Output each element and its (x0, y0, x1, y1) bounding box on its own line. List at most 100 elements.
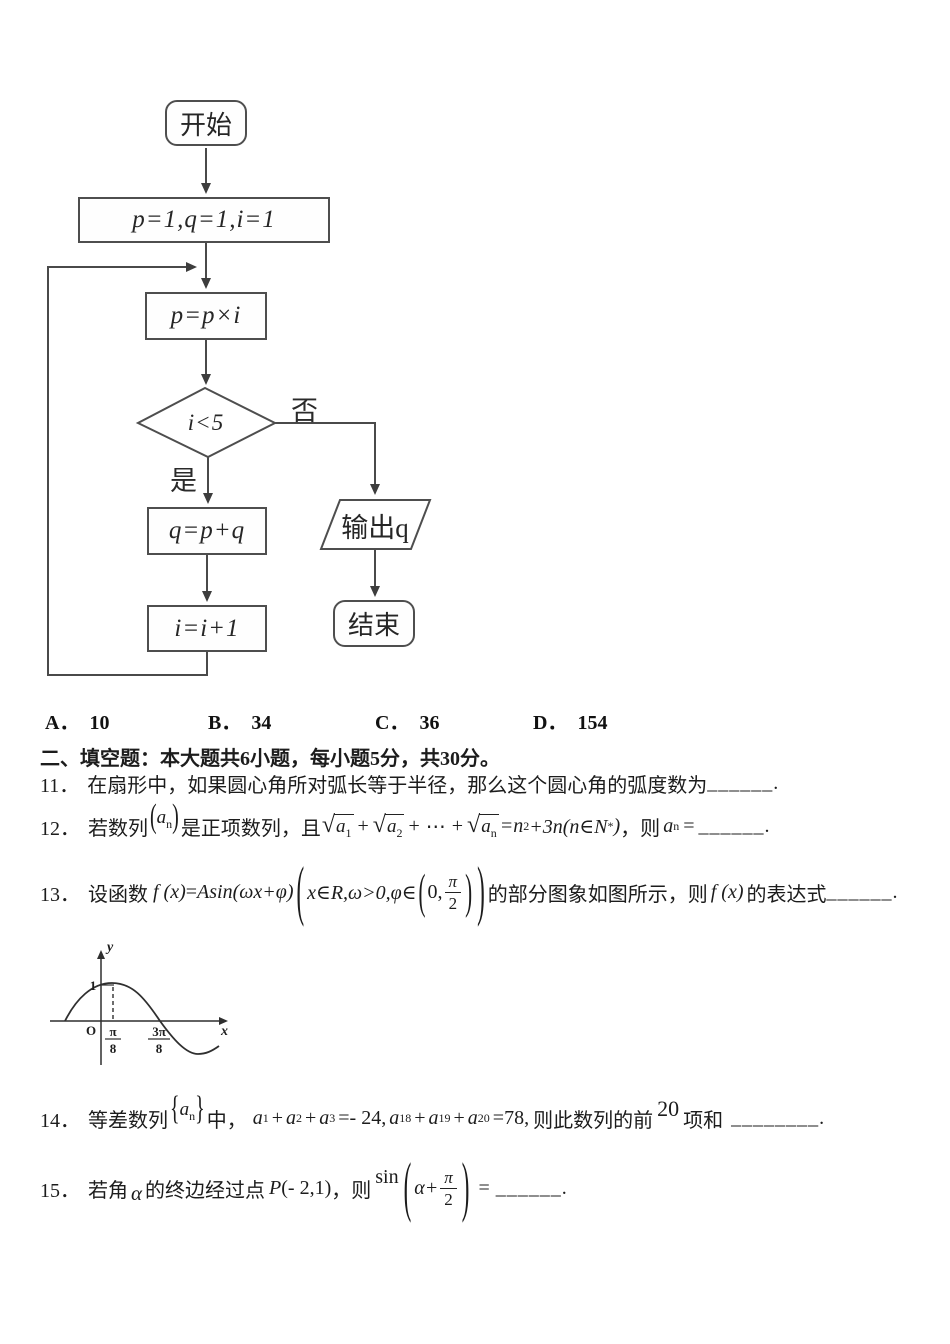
term-base: a (428, 1106, 439, 1129)
loop-back-line (47, 262, 208, 676)
flowchart-node-start: 开始 (165, 100, 247, 146)
equation-part: =n (499, 814, 524, 837)
option-a: A． 10 (45, 706, 109, 735)
option-b-value: 34 (251, 712, 272, 734)
section-title: 二、填空题：本大题共6小题，每小题5分，共30分。 (40, 748, 500, 770)
tick1-numerator: π (109, 1024, 116, 1039)
section-header: 二、填空题：本大题共6小题，每小题5分，共30分。 (40, 742, 500, 771)
seq-base: a (156, 806, 167, 828)
ellipsis: ⋯ (425, 815, 446, 838)
flowchart-node-multiply: p=p×i (145, 292, 267, 340)
plus: + (357, 814, 369, 837)
answer-blank: ______ (826, 880, 893, 903)
fraction-numerator: π (444, 1167, 453, 1187)
term-sub: 2 (396, 825, 403, 840)
period: . (561, 1176, 567, 1199)
option-a-value: 10 (89, 712, 110, 734)
option-d-value: 154 (577, 712, 608, 734)
angle-alpha: α (131, 1180, 143, 1205)
question-number: 14． (40, 1109, 80, 1132)
tick2-denominator: 8 (156, 1041, 163, 1056)
function-fx: f (x) (153, 880, 186, 903)
big-paren-close: ) (461, 1150, 470, 1223)
question-text: 中， (206, 1109, 247, 1132)
answer-blank: ______ (707, 772, 774, 794)
question-text: 则此数列的前 (533, 1109, 654, 1132)
fraction-denominator: 2 (444, 891, 462, 912)
sin-function: sin (375, 1165, 399, 1188)
term-base: a (663, 814, 674, 837)
equals: = (185, 880, 198, 903)
term-sub: n (490, 825, 497, 840)
question-11: 11． 在扇形中，如果圆心角所对弧长等于半径，那么这个圆心角的弧度数为 ____… (40, 769, 778, 798)
decision-diamond (135, 386, 278, 459)
term-base: a (386, 816, 397, 837)
condition-text: x∈R,ω>0,φ∈ (307, 881, 417, 904)
connector-decision-output (275, 422, 380, 495)
fraction-numerator: π (448, 871, 458, 891)
function-fx: f (x) (710, 880, 744, 903)
point-coordinates: (- 2,1) (281, 1176, 332, 1199)
question-text: 的表达式 (746, 883, 827, 906)
term-base: a (336, 816, 346, 837)
option-d: D． 154 (533, 706, 607, 735)
origin-label: O (86, 1023, 96, 1038)
radical-term: √an (467, 813, 499, 840)
option-a-letter: A． (45, 712, 80, 734)
decision-label: i<5 (187, 410, 225, 435)
flowchart-node-add: q=p+q (147, 507, 267, 555)
question-text: 若角 (88, 1179, 128, 1202)
equation-part: =78, (492, 1106, 530, 1129)
sequence-notation: (an) (150, 797, 179, 834)
radical-sign: √ (372, 812, 386, 838)
option-d-letter: D． (533, 712, 568, 734)
option-c-value: 36 (419, 712, 440, 734)
flowchart-node-output: 输出q (322, 506, 428, 544)
radical-term: √a1 (322, 813, 354, 839)
question-text: 项和 (683, 1109, 724, 1132)
question-text: ，则 (331, 1179, 372, 1202)
function-expression: Asin(ωx+φ) (197, 880, 294, 903)
question-12: 12． 若数列 (an) 是正项数列，且 √a1 + √a2 + ⋯ + √an… (40, 797, 770, 840)
multiply-label: p=p×i (170, 302, 242, 329)
big-paren-close: ) (477, 854, 485, 927)
question-text: 等差数列 (88, 1109, 168, 1132)
branch-yes-label: 是 (170, 466, 197, 496)
plus: + (408, 814, 420, 837)
question-number: 12． (40, 817, 80, 840)
brace-open: { (170, 1089, 180, 1127)
term-base: a (481, 816, 491, 837)
period: . (764, 814, 770, 837)
answer-blank: ________ (731, 1106, 820, 1129)
term-base: a (389, 1106, 400, 1129)
flowchart-diagram (47, 148, 432, 676)
question-text: 设函数 (88, 883, 148, 906)
equation-part: =- 24, (338, 1106, 387, 1129)
term-base: a (286, 1106, 296, 1129)
end-label: 结束 (347, 611, 400, 640)
term-count: 20 (657, 1096, 680, 1121)
plus: + (414, 1106, 426, 1129)
x-axis-label: x (220, 1024, 228, 1039)
add-label: q=p+q (168, 517, 246, 544)
tick1-denominator: 8 (110, 1041, 117, 1056)
question-text: 的终边经过点 (145, 1179, 266, 1202)
equation-part: +3n(n∈N (529, 815, 608, 838)
radical-term: √a2 (372, 812, 405, 840)
amplitude-label: 1 (90, 978, 97, 993)
y-axis-label: y (105, 940, 114, 955)
plus: + (305, 1106, 317, 1129)
option-b-letter: B． (208, 712, 242, 734)
equation-part: ) (613, 814, 621, 837)
sine-curve (64, 982, 220, 1055)
question-text: 是正项数列，且 (180, 817, 321, 840)
big-paren-open: ( (403, 1150, 412, 1223)
output-parallelogram (319, 499, 432, 550)
flowchart-node-increment: i=i+1 (147, 605, 267, 652)
question-text: 若数列 (88, 817, 148, 840)
seq-sub: n (166, 816, 173, 831)
flowchart-node-decision: i<5 (163, 408, 249, 438)
point-name: P (269, 1176, 282, 1199)
